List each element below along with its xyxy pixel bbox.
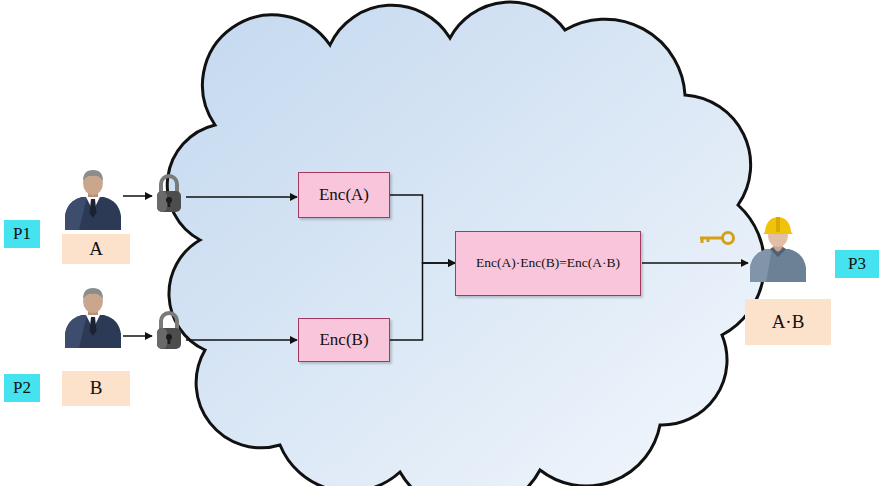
person-icon	[65, 288, 121, 348]
input-arrow	[186, 339, 297, 341]
party-tag: P2	[4, 374, 40, 402]
input-arrow	[123, 335, 152, 337]
node-text: P2	[13, 378, 31, 398]
node-text: P1	[13, 224, 31, 244]
connector-layer	[390, 195, 455, 340]
output-arrow	[642, 262, 748, 264]
worker-icon	[750, 217, 806, 282]
ciphertext-box: Enc(B)	[298, 318, 390, 362]
value-label: A	[62, 234, 130, 264]
input-arrow	[186, 196, 297, 198]
node-text: A·B	[772, 311, 805, 333]
merge-connector	[390, 263, 455, 340]
lock-icon	[157, 313, 181, 349]
merge-connector	[390, 195, 455, 263]
party-tag: P1	[4, 220, 40, 248]
node-text: A	[89, 238, 103, 260]
input-arrow	[123, 195, 152, 197]
person-icon	[65, 170, 121, 230]
node-text: B	[90, 377, 103, 399]
lock-icon	[157, 176, 181, 212]
result-label: A·B	[745, 299, 831, 345]
node-text: Enc(A)	[319, 185, 369, 205]
party-tag: P3	[835, 250, 879, 278]
key-icon	[700, 233, 734, 244]
node-text: P3	[848, 254, 866, 274]
ciphertext-box: Enc(A)	[298, 172, 390, 218]
node-text: Enc(A)·Enc(B)=Enc(A·B)	[476, 255, 620, 271]
node-text: Enc(B)	[319, 330, 368, 350]
homomorphic-box: Enc(A)·Enc(B)=Enc(A·B)	[455, 231, 641, 296]
cloud-region	[167, 2, 764, 486]
value-label: B	[62, 371, 130, 406]
